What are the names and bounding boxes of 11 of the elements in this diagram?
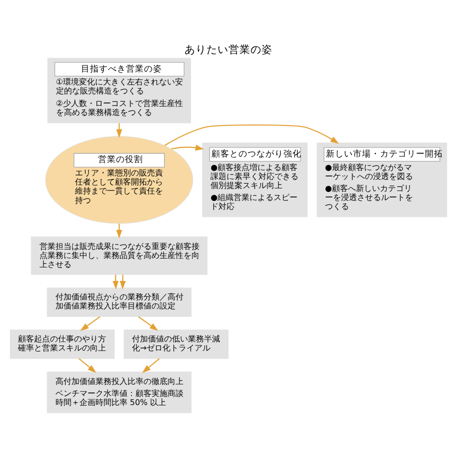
- arrow: [80, 316, 100, 330]
- arrow: [171, 144, 204, 150]
- arrow: [116, 122, 122, 138]
- arrow: [138, 316, 158, 330]
- arrow: [116, 223, 122, 238]
- arrow: [78, 358, 96, 372]
- diagram-title: ありたい営業の姿: [184, 42, 272, 56]
- arrow: [142, 358, 160, 372]
- arrow: [112, 274, 119, 289]
- arrow: [120, 274, 126, 289]
- arrow: [164, 124, 340, 146]
